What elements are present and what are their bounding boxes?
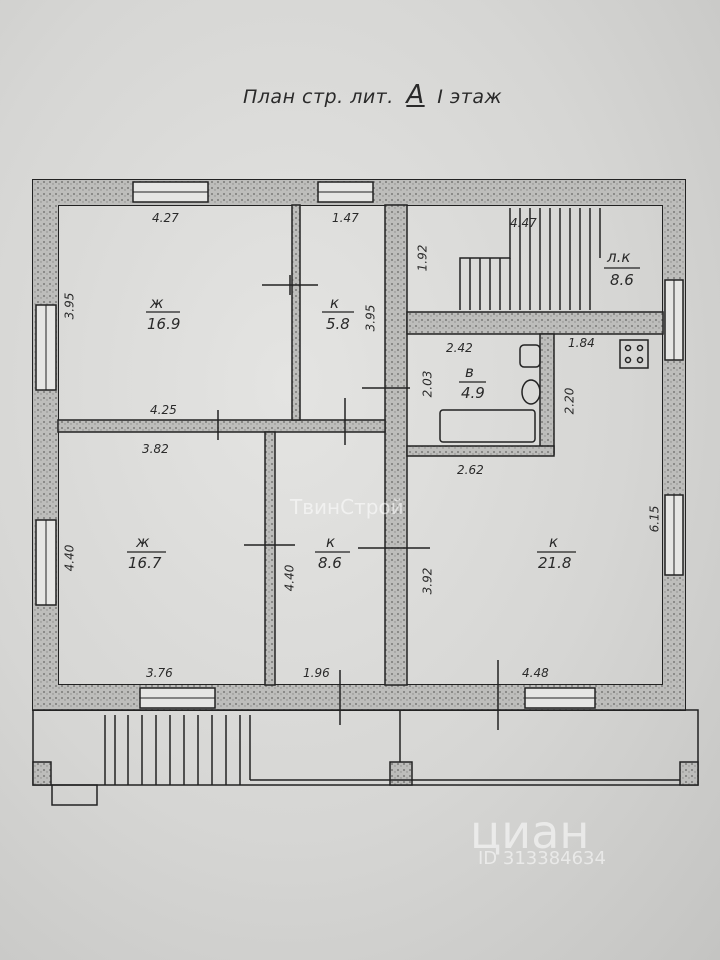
dim-r2-top: 1.47 (332, 211, 359, 225)
room-6-name: к (326, 533, 336, 551)
outer-wall (32, 179, 686, 711)
central-wall (384, 204, 408, 686)
dim-k-right: 6.15 (647, 505, 662, 533)
title-letter: А (406, 80, 425, 110)
dim-r5-bottom: 3.76 (146, 666, 173, 680)
dim-r6-bottom: 1.96 (303, 666, 330, 680)
plan-title: План стр. лит. А I этаж (243, 80, 502, 110)
dim-r5-top: 3.82 (142, 442, 169, 456)
staircase (459, 208, 601, 310)
porch (32, 709, 699, 806)
dim-bath-top: 2.42 (446, 341, 473, 355)
toilet (521, 379, 541, 405)
dim-bath-left: 2.03 (420, 370, 435, 398)
bath-fixtures (439, 339, 649, 443)
dim-r1-top: 4.27 (152, 211, 179, 225)
wall-fill (33, 180, 685, 710)
dim-k-mid: 2.62 (457, 463, 484, 477)
dim-r1-bottom: 4.25 (150, 403, 177, 417)
room-3-area: 8.6 (610, 271, 634, 289)
watermark-cian-id: ID 313384634 (478, 848, 606, 869)
room-2-name: к (330, 294, 340, 312)
bath-bottom-wall (406, 445, 555, 457)
room-7-name: к (549, 533, 559, 551)
dim-r1-left: 3.95 (62, 292, 77, 320)
room-5-name: ж (136, 533, 150, 551)
dim-stair-left: 1.92 (415, 244, 430, 272)
title-prefix: План стр. лит. (243, 86, 394, 108)
room-1-area: 16.9 (147, 315, 181, 333)
room-5-area: 16.7 (128, 554, 162, 572)
room-2-area: 5.8 (326, 315, 350, 333)
bathtub (439, 409, 536, 443)
dim-k-top: 1.84 (568, 336, 595, 350)
room-7-area: 21.8 (538, 554, 572, 572)
room-1-name: ж (150, 294, 164, 312)
watermark-center: ТвинСтрой (290, 495, 404, 519)
watermark-cian: циан (470, 805, 590, 859)
dim-r5-left: 4.40 (62, 544, 77, 572)
dim-k-left: 3.92 (420, 567, 435, 595)
horizontal-wall-left (57, 419, 386, 433)
wall-r5-r6 (264, 431, 276, 686)
door-marks (217, 275, 499, 730)
room-3-name: л.к (607, 248, 631, 266)
dim-r2-side: 3.95 (363, 304, 378, 332)
bath-right-wall (539, 333, 555, 455)
stair-bottom-wall (406, 311, 664, 335)
room-4-name: в (465, 363, 474, 381)
wall-r1-r2 (291, 204, 301, 421)
stove (619, 339, 649, 369)
room-4-area: 4.9 (461, 384, 485, 402)
title-floor: I этаж (437, 86, 503, 108)
dim-r6-left: 4.40 (282, 564, 297, 592)
dim-bath-right: 2.20 (562, 387, 577, 415)
sink (519, 344, 541, 368)
dim-k-bottom: 4.48 (522, 666, 549, 680)
dim-stair-top: 4.47 (510, 216, 537, 230)
room-6-area: 8.6 (318, 554, 342, 572)
